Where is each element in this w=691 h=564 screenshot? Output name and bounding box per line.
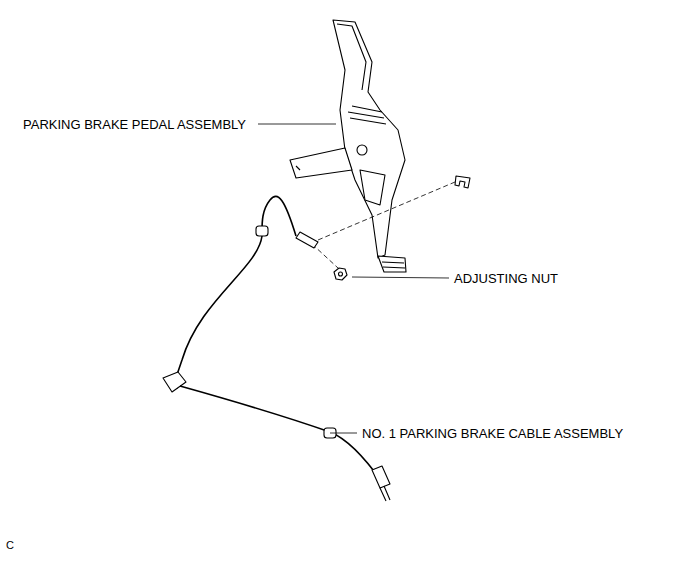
parking-brake-cable	[163, 196, 390, 501]
parking-brake-pedal	[290, 20, 406, 272]
part-name: PARKING BRAKE PEDAL ASSEMBLY	[22, 118, 247, 131]
dashed-guides	[312, 182, 455, 268]
clip	[455, 176, 470, 188]
leader-lines	[258, 124, 449, 433]
illustration-code: C	[5, 540, 15, 551]
adjusting-nut	[334, 268, 347, 280]
part-name: NO. 1 PARKING BRAKE CABLE ASSEMBLY	[361, 427, 624, 440]
part-name: ADJUSTING NUT	[453, 272, 559, 285]
